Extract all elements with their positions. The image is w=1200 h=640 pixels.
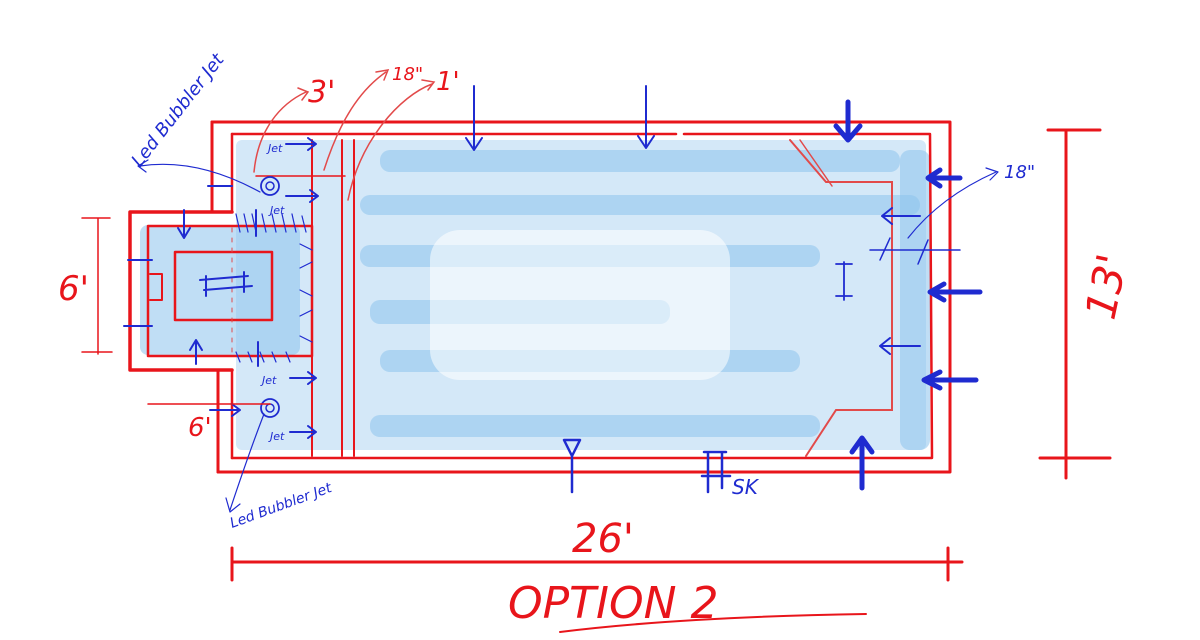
- right-bench-dimension: 18": [1004, 162, 1035, 183]
- drain-icon: [562, 438, 582, 494]
- coping-dimension: 1': [436, 67, 460, 97]
- overall-width-dimension: 13': [1076, 250, 1137, 324]
- jet-label: Jet: [268, 430, 285, 443]
- dimension-leaders: [137, 69, 999, 513]
- dimension-lines: [81, 128, 1112, 633]
- bubbler-jet-icon: [260, 398, 280, 418]
- bubbler-jets: [260, 176, 280, 418]
- water-shading: [140, 140, 930, 450]
- skimmer-label: SK: [732, 475, 760, 499]
- jet-label: Jet: [266, 142, 283, 155]
- return-arrows: [123, 85, 983, 491]
- bubbler-jet-icon: [260, 176, 280, 196]
- spa-length-dimension: 6': [188, 413, 212, 443]
- skimmer-icon: [700, 450, 732, 494]
- bench-dimension: 18": [392, 64, 423, 85]
- spa-width-dimension: 6': [58, 269, 89, 309]
- jet-label: Jet: [268, 204, 285, 217]
- step-ledge-dimension: 3': [308, 75, 335, 110]
- pool-outline: [210, 120, 952, 474]
- fixtures: [562, 237, 961, 494]
- spa: [128, 210, 314, 372]
- top-bubbler-jet-note: Led Bubbler Jet: [127, 49, 229, 171]
- bottom-bubbler-jet-note: Led Bubbler Jet: [228, 480, 334, 532]
- light-icon: [835, 261, 853, 301]
- overall-length-dimension: 26': [572, 516, 634, 562]
- option-title: OPTION 2: [508, 578, 719, 629]
- jet-label: Jet: [260, 374, 277, 387]
